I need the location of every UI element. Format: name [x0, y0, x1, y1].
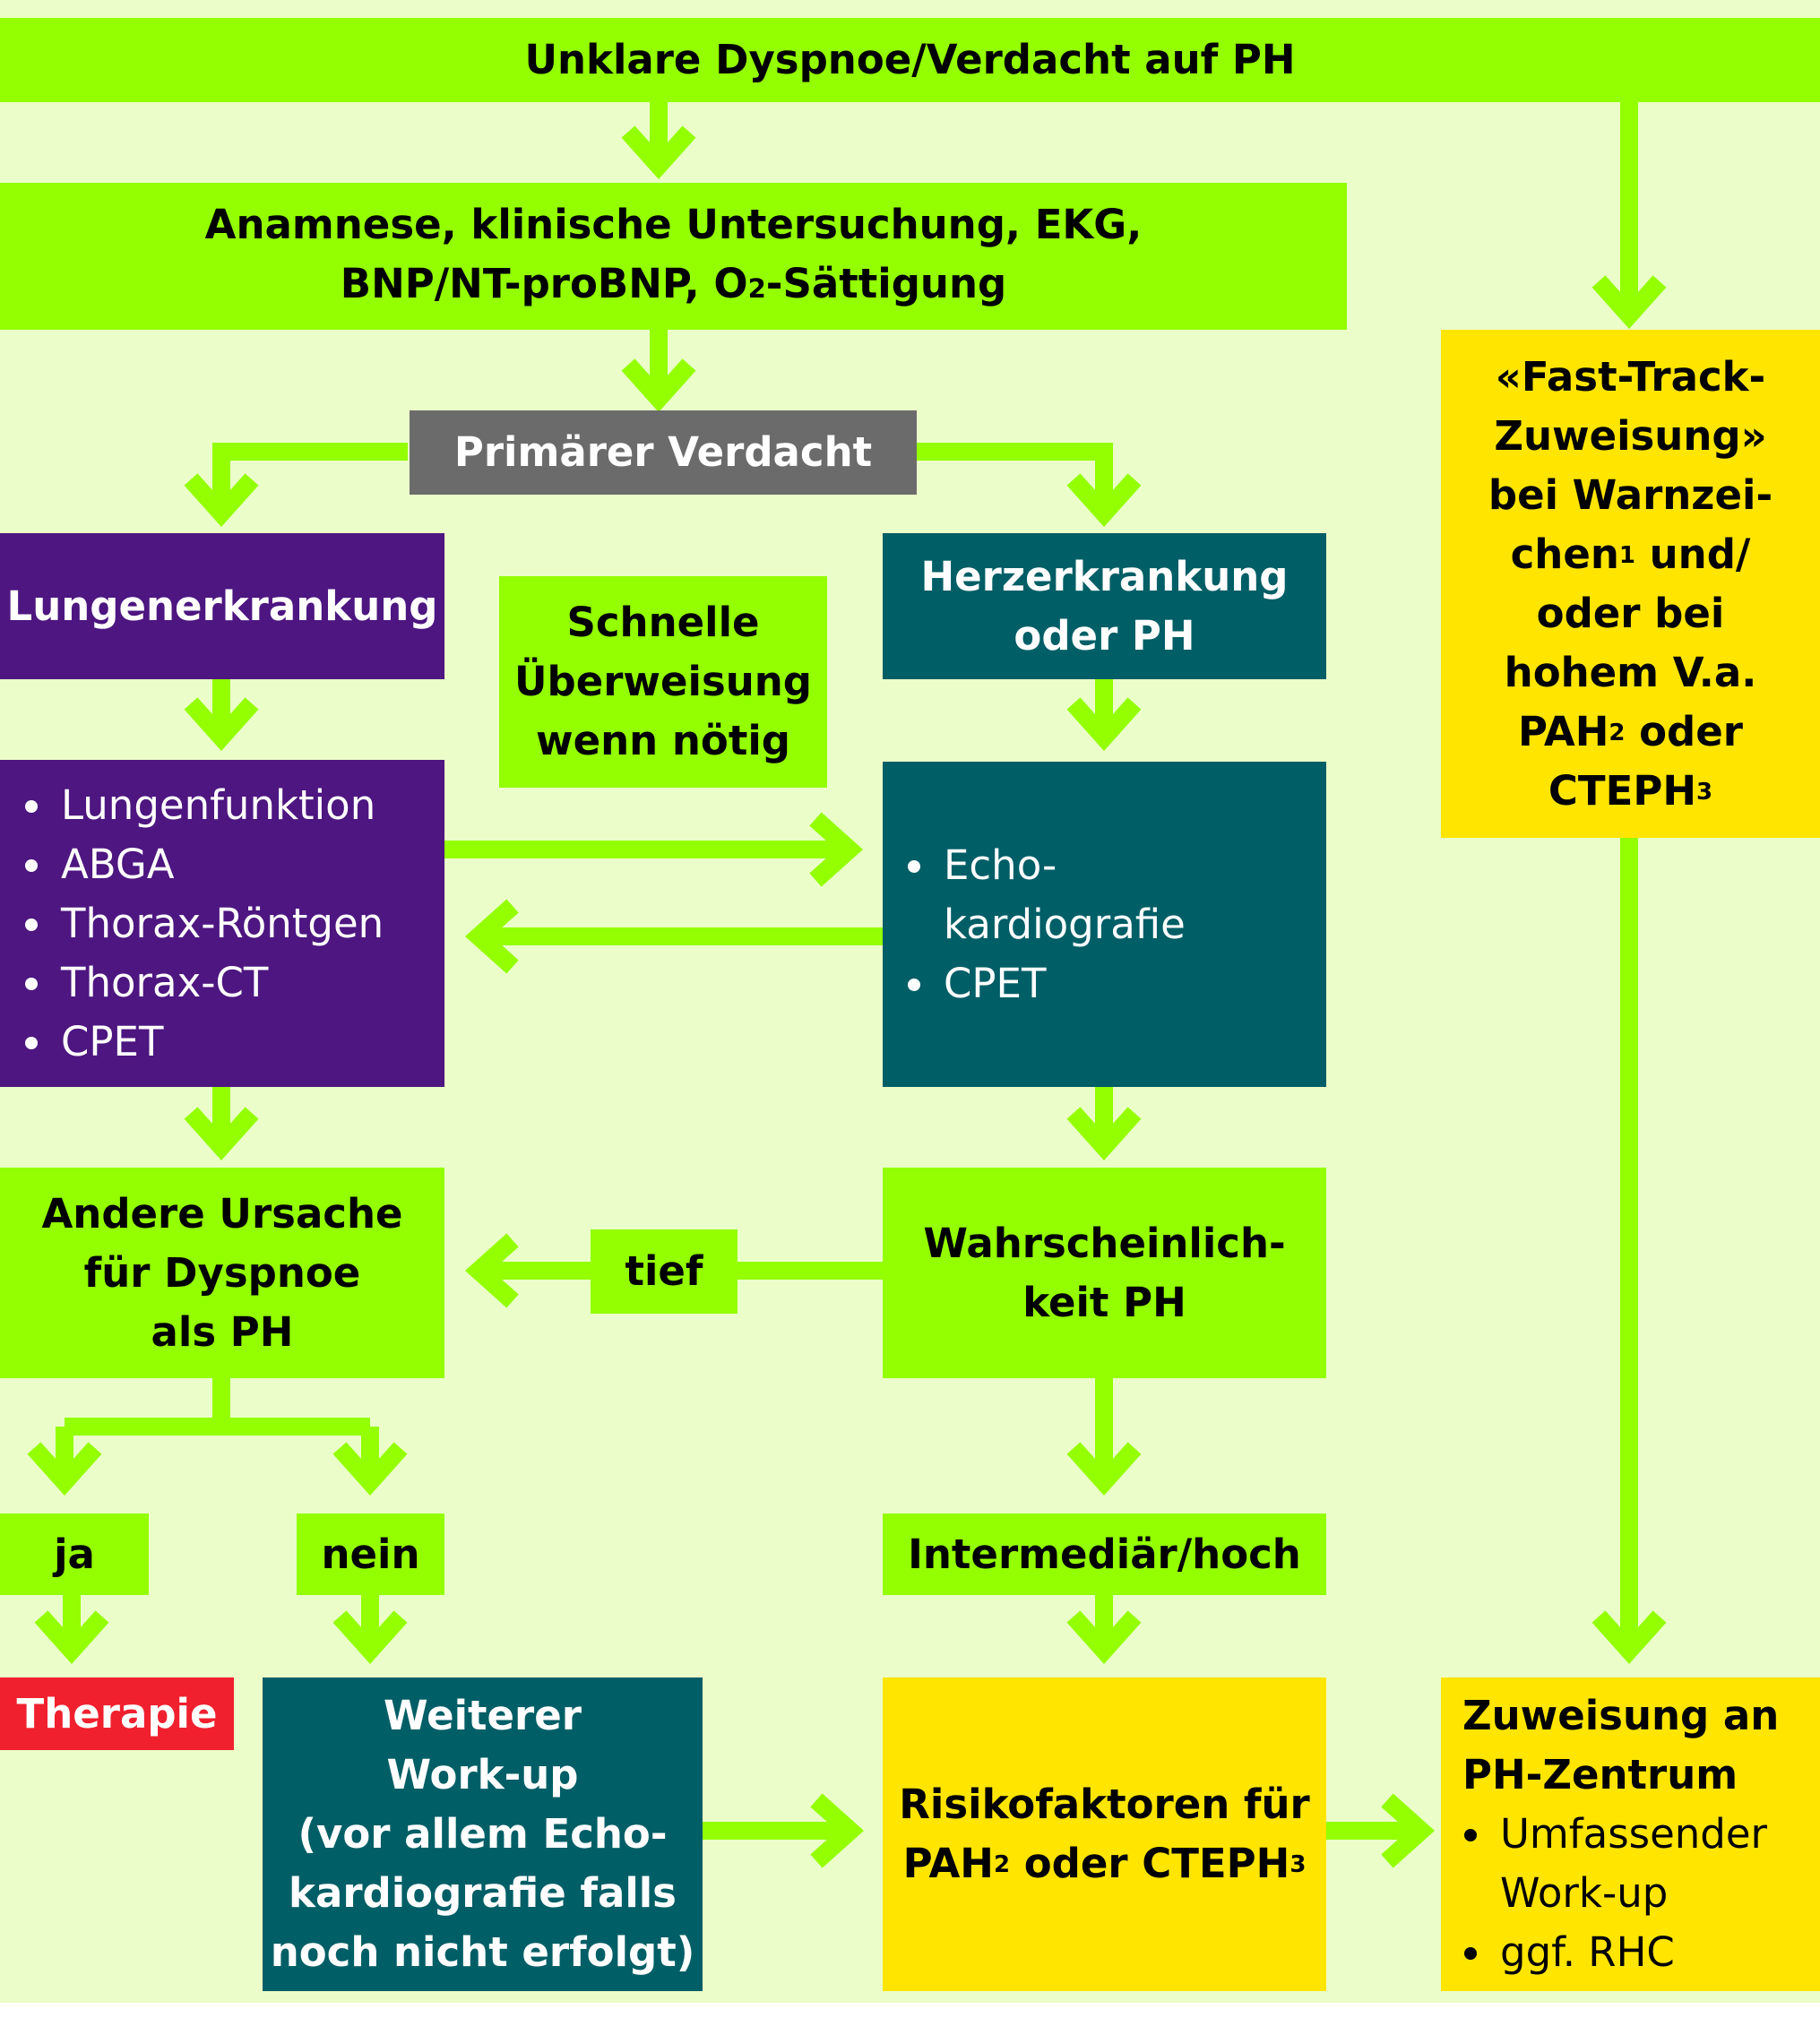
- arrowhead-therapie: [34, 1610, 109, 1664]
- fasttrack-line1: «Fast-Track-: [1495, 352, 1766, 401]
- weiter-line3: (vor allem Echo-: [298, 1810, 668, 1858]
- arrowhead-lunge: [184, 473, 259, 527]
- fasttrack-line6: hohem V.a.: [1504, 648, 1757, 696]
- schnelle-ueberweisung-box: Schnelle Überweisung wenn nötig: [499, 576, 827, 788]
- line-primaer-to-lunge: [212, 443, 408, 513]
- arrowhead-weiter-to-risiko: [810, 1793, 864, 1868]
- zentrum-line1: Zuweisung an: [1462, 1692, 1780, 1739]
- ja-box: ja: [0, 1514, 149, 1595]
- wahrsch-line2: keit PH: [1022, 1278, 1186, 1326]
- andere-line3: als PH: [151, 1307, 294, 1356]
- lunge-tests-list: Lungenfunktion ABGA Thorax-Röntgen Thora…: [23, 776, 384, 1072]
- list-item: Thorax-CT: [23, 953, 384, 1013]
- start-box: Unklare Dyspnoe/Verdacht auf PH: [0, 18, 1820, 102]
- lungenerkrankung-box: Lungenerkrankung: [0, 533, 444, 679]
- list-item: Lungenfunktion: [23, 776, 384, 835]
- list-item: Thorax-Röntgen: [23, 894, 384, 953]
- anamnese-line2: BNP/NT-proBNP, O2-Sättigung: [340, 259, 1007, 307]
- weiterer-workup-box: Weiterer Work-up (vor allem Echo- kardio…: [263, 1677, 703, 1991]
- list-item: CPET: [906, 954, 1186, 1013]
- herz-line1: Herzerkrankung: [920, 552, 1289, 600]
- list-item: ggf. RHC: [1462, 1923, 1767, 1982]
- weiter-line1: Weiterer: [384, 1692, 582, 1739]
- primaer-verdacht-label: Primärer Verdacht: [453, 428, 873, 476]
- arrowhead-risiko: [1066, 1610, 1142, 1664]
- arrowhead-weiter: [332, 1610, 408, 1664]
- arrowhead-fasttrack: [1591, 275, 1667, 329]
- arrowhead-herz: [1066, 473, 1142, 527]
- primaer-verdacht-box: Primärer Verdacht: [410, 410, 917, 495]
- wahrscheinlichkeit-box: Wahrscheinlich- keit PH: [883, 1168, 1326, 1378]
- fast-track-box: «Fast-Track- Zuweisung» bei Warnzei- che…: [1441, 330, 1820, 838]
- weiter-line4: kardiografie falls: [289, 1869, 677, 1917]
- lungenerkrankung-label: Lungenerkrankung: [6, 582, 438, 630]
- intermediaer-box: Intermediär/hoch: [883, 1514, 1326, 1595]
- schnell-line2: Überweisung: [513, 658, 813, 705]
- zentrum-line2: PH-Zentrum: [1462, 1751, 1738, 1798]
- arrowhead-nein: [332, 1442, 408, 1496]
- schnell-line1: Schnelle: [566, 599, 760, 646]
- arrow-heads: [27, 125, 1667, 1868]
- arrowhead-wahrsch: [1066, 1107, 1142, 1160]
- arrowhead-to-lungetests: [465, 899, 519, 974]
- risiko-line1: Risikofaktoren für: [899, 1781, 1310, 1828]
- nein-label: nein: [321, 1530, 420, 1578]
- fasttrack-line3: bei Warnzei-: [1488, 470, 1773, 519]
- ja-label: ja: [54, 1530, 95, 1578]
- fasttrack-line8: CTEPH3: [1548, 766, 1713, 815]
- fasttrack-line5: oder bei: [1536, 589, 1725, 637]
- arrowhead-tief-to-andere: [465, 1233, 519, 1308]
- risikofaktoren-box: Risikofaktoren für PAH2 oder CTEPH3: [883, 1677, 1326, 1991]
- arrowhead-lunge-tests: [184, 697, 259, 751]
- intermediaer-label: Intermediär/hoch: [908, 1530, 1301, 1578]
- therapie-label: Therapie: [16, 1689, 218, 1738]
- nein-box: nein: [297, 1514, 444, 1595]
- list-item: ABGA: [23, 835, 384, 894]
- schnell-line3: wenn nötig: [536, 717, 790, 764]
- weiter-line5: noch nicht erfolgt): [270, 1928, 695, 1976]
- list-item: Echo-kardiografie: [906, 836, 1186, 954]
- tief-label-box: tief: [591, 1229, 737, 1314]
- herz-tests-box: Echo-kardiografie CPET: [883, 762, 1326, 1087]
- risiko-line2: PAH2 oder CTEPH3: [902, 1840, 1307, 1887]
- arrowhead-to-herztests: [809, 812, 863, 887]
- list-item: CPET: [23, 1013, 384, 1072]
- arrowhead-primaer: [621, 358, 696, 412]
- anamnese-line1: Anamnese, klinische Untersuchung, EKG,: [204, 200, 1143, 248]
- arrowhead-andere: [184, 1107, 259, 1160]
- herz-tests-list: Echo-kardiografie CPET: [906, 836, 1186, 1013]
- start-label: Unklare Dyspnoe/Verdacht auf PH: [524, 36, 1296, 83]
- wahrsch-line1: Wahrscheinlich-: [923, 1219, 1286, 1267]
- herz-line2: oder PH: [1014, 611, 1195, 660]
- andere-line2: für Dyspnoe: [83, 1248, 361, 1297]
- tief-label: tief: [625, 1247, 703, 1295]
- line-andere-split: [56, 1378, 379, 1482]
- arrowhead-fasttrack-to-zentrum: [1591, 1610, 1667, 1664]
- arrowhead-zentrum: [1381, 1793, 1435, 1868]
- andere-line1: Andere Ursache: [41, 1189, 403, 1238]
- herzerkrankung-box: Herzerkrankung oder PH: [883, 533, 1326, 679]
- andere-ursache-box: Andere Ursache für Dyspnoe als PH: [0, 1168, 444, 1378]
- arrowhead-inter: [1066, 1442, 1142, 1496]
- anamnese-box: Anamnese, klinische Untersuchung, EKG, B…: [0, 183, 1347, 330]
- arrowhead-anamnese: [621, 125, 696, 179]
- fasttrack-line7: PAH2 oder: [1518, 707, 1743, 755]
- fasttrack-line4: chen1 und/: [1510, 530, 1751, 578]
- arrowhead-herz-tests: [1066, 697, 1142, 751]
- line-primaer-to-herz: [917, 443, 1113, 513]
- therapie-box: Therapie: [0, 1677, 234, 1750]
- arrowhead-ja: [27, 1442, 102, 1496]
- lunge-tests-box: Lungenfunktion ABGA Thorax-Röntgen Thora…: [0, 760, 444, 1087]
- fasttrack-line2: Zuweisung»: [1494, 411, 1767, 460]
- weiter-line2: Work-up: [386, 1751, 579, 1798]
